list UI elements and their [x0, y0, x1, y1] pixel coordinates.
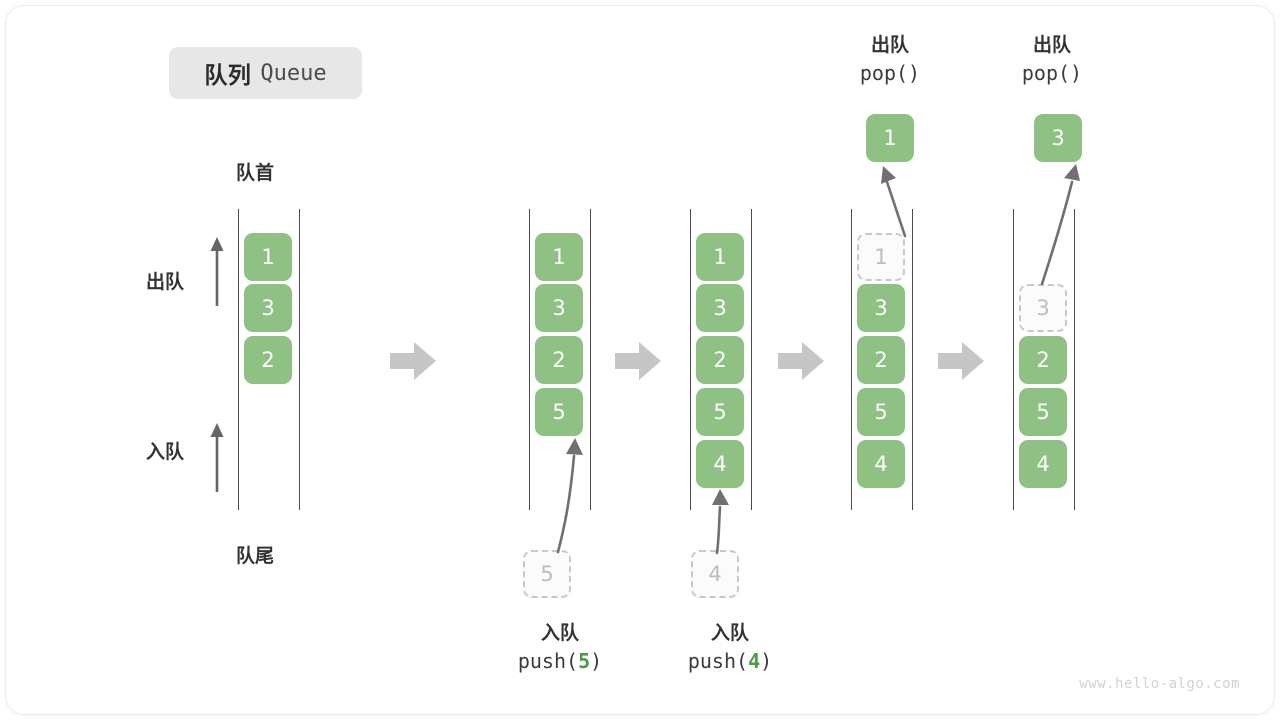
queue4-item-0: 3 [857, 284, 905, 332]
step-arrow-3 [778, 342, 824, 380]
queue4-popped-value: 1 [866, 114, 914, 162]
queue5-item-1: 5 [1019, 388, 1067, 436]
queue3-item-2: 2 [696, 336, 744, 384]
queue3-push-arrow [712, 489, 729, 555]
queue3-incoming-ghost: 4 [691, 550, 739, 598]
queue2-caption: 入队 push(5) [495, 620, 625, 676]
queue4-outgoing-ghost: 1 [857, 233, 905, 281]
step-arrow-1 [390, 342, 436, 380]
queue1-rail-right [299, 209, 300, 510]
queue2-caption-arg: 5 [578, 649, 591, 673]
enqueue-label: 入队 [146, 441, 185, 463]
queue3-item-4: 4 [696, 440, 744, 488]
queue2-item-1: 3 [535, 284, 583, 332]
queue2-caption-fn-open: push( [517, 649, 579, 673]
queue5-caption-cn: 出队 [1032, 34, 1071, 56]
queue3-caption-fn-open: push( [687, 649, 749, 673]
queue5-item-2: 4 [1019, 440, 1067, 488]
queue4-item-2: 5 [857, 388, 905, 436]
queue4-caption-fn: pop() [859, 61, 921, 85]
watermark: www.hello-algo.com [1079, 676, 1240, 692]
queue4-caption-cn: 出队 [870, 34, 909, 56]
queue2-push-arrow [556, 438, 583, 554]
title-badge: 队列 Queue [169, 47, 362, 99]
step-arrow-2 [615, 342, 661, 380]
queue3-caption-cn: 入队 [710, 622, 749, 644]
queue3-caption-arg: 4 [748, 649, 761, 673]
queue4-item-1: 2 [857, 336, 905, 384]
queue4-rail-right [912, 209, 913, 510]
queue4-item-3: 4 [857, 440, 905, 488]
enqueue-direction-arrow [210, 423, 224, 492]
queue2-item-2: 2 [535, 336, 583, 384]
queue3-caption-fn-close: ) [760, 649, 773, 673]
queue4-rail-left [851, 209, 852, 510]
queue5-rail-left [1013, 209, 1014, 510]
queue3-item-1: 3 [696, 284, 744, 332]
queue2-incoming-ghost: 5 [523, 550, 571, 598]
queue5-item-0: 2 [1019, 336, 1067, 384]
title-chinese: 队列 [204, 63, 252, 89]
queue2-rail-left [529, 209, 530, 510]
queue5-caption: 出队 pop() [987, 32, 1117, 88]
queue5-popped-value: 3 [1034, 114, 1082, 162]
queue3-rail-left [690, 209, 691, 510]
queue3-caption-fn: push(4) [665, 646, 795, 676]
rear-label: 队尾 [236, 545, 275, 567]
queue3-item-3: 5 [696, 388, 744, 436]
queue3-caption: 入队 push(4) [665, 620, 795, 676]
queue2-item-3: 5 [535, 388, 583, 436]
queue5-pop-arrow [1040, 164, 1080, 286]
queue3-rail-right [751, 209, 752, 510]
front-label: 队首 [236, 162, 275, 184]
queue3-item-0: 1 [696, 233, 744, 281]
queue2-caption-fn-close: ) [590, 649, 603, 673]
queue5-caption-fn: pop() [1021, 61, 1083, 85]
queue2-caption-fn: push(5) [495, 646, 625, 676]
queue2-item-0: 1 [535, 233, 583, 281]
queue2-caption-cn: 入队 [540, 622, 579, 644]
dequeue-direction-arrow [210, 237, 224, 306]
queue4-pop-arrow [881, 166, 907, 238]
queue1-item-0: 1 [244, 233, 292, 281]
queue5-rail-right [1074, 209, 1075, 510]
title-english: Queue [260, 60, 327, 86]
queue4-caption: 出队 pop() [825, 32, 955, 88]
queue1-item-1: 3 [244, 284, 292, 332]
dequeue-label: 出队 [146, 271, 185, 293]
step-arrow-4 [938, 342, 984, 380]
queue1-rail-left [238, 209, 239, 510]
queue2-rail-right [590, 209, 591, 510]
queue5-outgoing-ghost: 3 [1019, 284, 1067, 332]
queue1-item-2: 2 [244, 336, 292, 384]
